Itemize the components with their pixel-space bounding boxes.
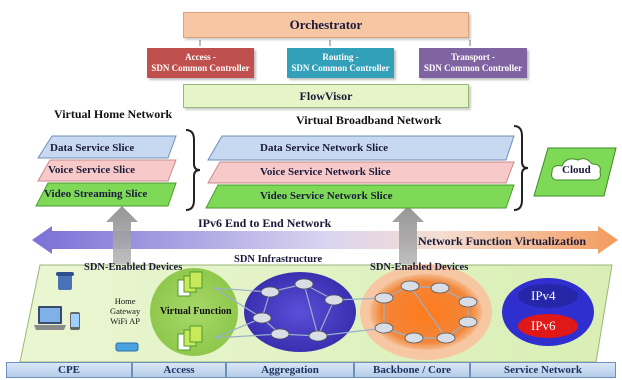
broadband-video-slice-label: Video Service Network Slice (260, 190, 393, 202)
routing-controller-box: Routing - SDN Common Controller (287, 48, 394, 78)
home-data-slice-label: Data Service Slice (50, 142, 135, 154)
virtual-home-network-title: Virtual Home Network (54, 107, 173, 121)
ipv6-nfv-arrow (32, 226, 618, 254)
access-controller-label: Access - SDN Common Controller (151, 52, 250, 73)
flowvisor-label: FlowVisor (299, 88, 353, 103)
broadband-voice-slice-label: Voice Service Network Slice (260, 166, 391, 178)
ipv4-label: IPv4 (531, 288, 556, 303)
broadband-voice-slice-shape (207, 161, 515, 184)
cloud-icon (551, 158, 601, 181)
uplink-arrow-right (392, 206, 424, 264)
telephone-icon (58, 274, 72, 290)
orchestrator-label: Orchestrator (289, 17, 363, 32)
segment-aggregation: Aggregation (226, 362, 354, 378)
sdn-devices-left-label: SDN-Enabled Devices (84, 262, 183, 273)
access-controller-box: Access - SDN Common Controller (147, 48, 254, 78)
nfv-label: Network Function Virtualization (418, 234, 586, 248)
broadband-video-slice-shape (205, 184, 515, 209)
laptop-screen (40, 308, 60, 322)
home-data-slice-shape (37, 135, 177, 159)
home-gateway-label: Home Gateway WiFi AP (110, 296, 141, 326)
transport-controller-box: Transport - SDN Common Controller (419, 48, 527, 78)
home-video-slice-label: Video Streaming Slice (44, 188, 148, 200)
core-network-inner (370, 274, 482, 350)
routing-controller-label: Routing - SDN Common Controller (291, 52, 390, 73)
home-video-slice-shape (35, 182, 177, 207)
wifi-ap-icon (115, 342, 139, 352)
vf-stack-top (177, 271, 203, 297)
telephone-handset (56, 272, 74, 276)
virtual-broadband-network-title: Virtual Broadband Network (296, 113, 442, 127)
cloud-label: Cloud (562, 164, 591, 176)
home-voice-slice-label: Voice Service Slice (48, 164, 135, 176)
segment-backbone-core: Backbone / Core (354, 362, 470, 378)
laptop-base (34, 325, 66, 330)
broadband-data-slice-shape (207, 135, 515, 161)
segment-access: Access (132, 362, 226, 378)
transport-controller-label: Transport - SDN Common Controller (423, 52, 523, 73)
phone-screen (71, 314, 79, 327)
uplink-arrow-left (106, 206, 138, 264)
broadband-brace (513, 125, 529, 211)
ipv6-end-to-end-label: IPv6 End to End Network (198, 216, 332, 230)
ipv6-badge (518, 314, 578, 338)
vf-stack-bottom (177, 325, 203, 351)
ipv4-badge (518, 284, 578, 308)
home-brace (185, 129, 201, 211)
virtual-function-label: Virtual Function (160, 306, 232, 317)
ipv6-label: IPv6 (531, 318, 556, 333)
sdn-infrastructure-label: SDN Infrastructure (234, 254, 323, 265)
virtual-function-ellipse (150, 268, 238, 356)
broadband-data-slice-label: Data Service Network Slice (260, 142, 388, 154)
router-icons (252, 278, 478, 344)
orchestrator-box: Orchestrator (183, 12, 469, 38)
segment-service-network: Service Network (470, 362, 616, 378)
flowvisor-box: FlowVisor (183, 84, 469, 108)
home-voice-slice-shape (37, 159, 177, 182)
segment-cpe: CPE (6, 362, 132, 378)
sdn-devices-right-label: SDN-Enabled Devices (370, 262, 469, 273)
